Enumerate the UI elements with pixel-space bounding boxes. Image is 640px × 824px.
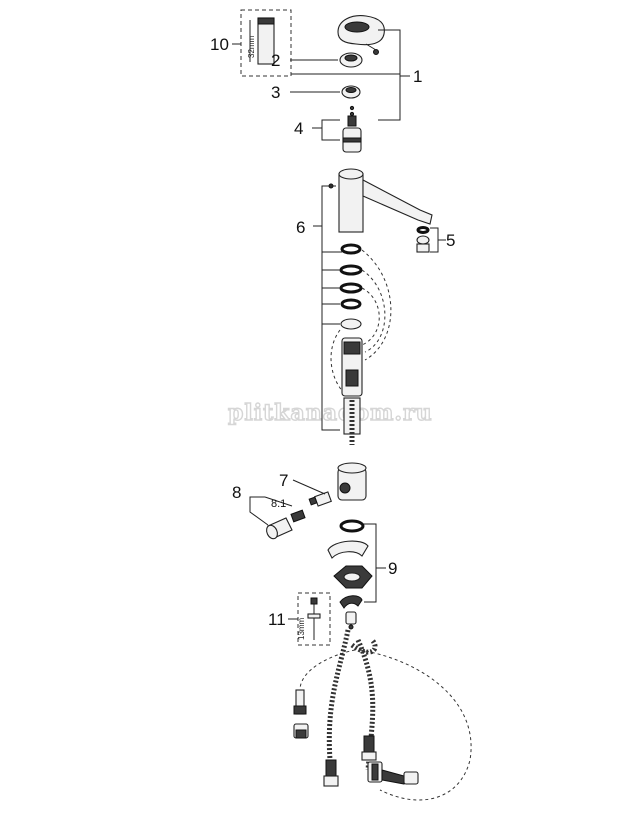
- callout-10: 10: [210, 35, 229, 54]
- bracket-4: [321, 119, 340, 141]
- callout-6: 6: [296, 218, 305, 237]
- hose-left: [326, 629, 351, 761]
- part-11-dim-label: 13mm: [297, 617, 306, 640]
- bracket-8: [249, 496, 269, 526]
- part-11-detail: 13mm: [297, 592, 331, 646]
- callout-8-1: 8.1: [271, 498, 286, 510]
- callout-3: 3: [271, 83, 280, 102]
- mounting-set: [327, 519, 373, 630]
- handle-lever: [337, 15, 385, 55]
- bracket-1: [378, 29, 401, 121]
- callout-1: 1: [413, 67, 422, 86]
- set-screw: [308, 491, 332, 507]
- spout-arm: [362, 179, 433, 225]
- base-housing: [337, 462, 367, 501]
- part-8-plug: [266, 509, 306, 540]
- crescent-washer: [327, 540, 369, 559]
- bracket-5: [430, 227, 439, 253]
- seal-rings: [339, 243, 363, 330]
- leader-7: [292, 479, 326, 495]
- hose-loop: [350, 638, 378, 655]
- part-10-dim-label: 32mm: [247, 35, 256, 58]
- spout-body: [328, 168, 433, 233]
- part-10-detail: 32mm: [232, 9, 292, 77]
- cartridge: [342, 115, 362, 153]
- callout-9: 9: [388, 559, 397, 578]
- aerator-set: [416, 226, 430, 253]
- part-10-box: [240, 9, 292, 77]
- pullout-body: [341, 337, 363, 435]
- callout-4: 4: [294, 119, 303, 138]
- cover-cap: [339, 52, 363, 68]
- callout-7: 7: [279, 471, 288, 490]
- clip-plate: [339, 595, 363, 609]
- watermark-text: plitkanadom.ru: [228, 400, 433, 426]
- callout-8: 8: [232, 483, 241, 502]
- hose-fittings: [293, 689, 419, 787]
- callout-2: 2: [271, 51, 280, 70]
- callout-5: 5: [446, 231, 455, 250]
- part-10-tool-top: [257, 17, 275, 25]
- bracket-6: [321, 185, 340, 431]
- cartridge-nut: [341, 85, 361, 117]
- callout-11: 11: [268, 610, 286, 629]
- bracket-9: [364, 523, 377, 603]
- faucet-column: [338, 173, 364, 233]
